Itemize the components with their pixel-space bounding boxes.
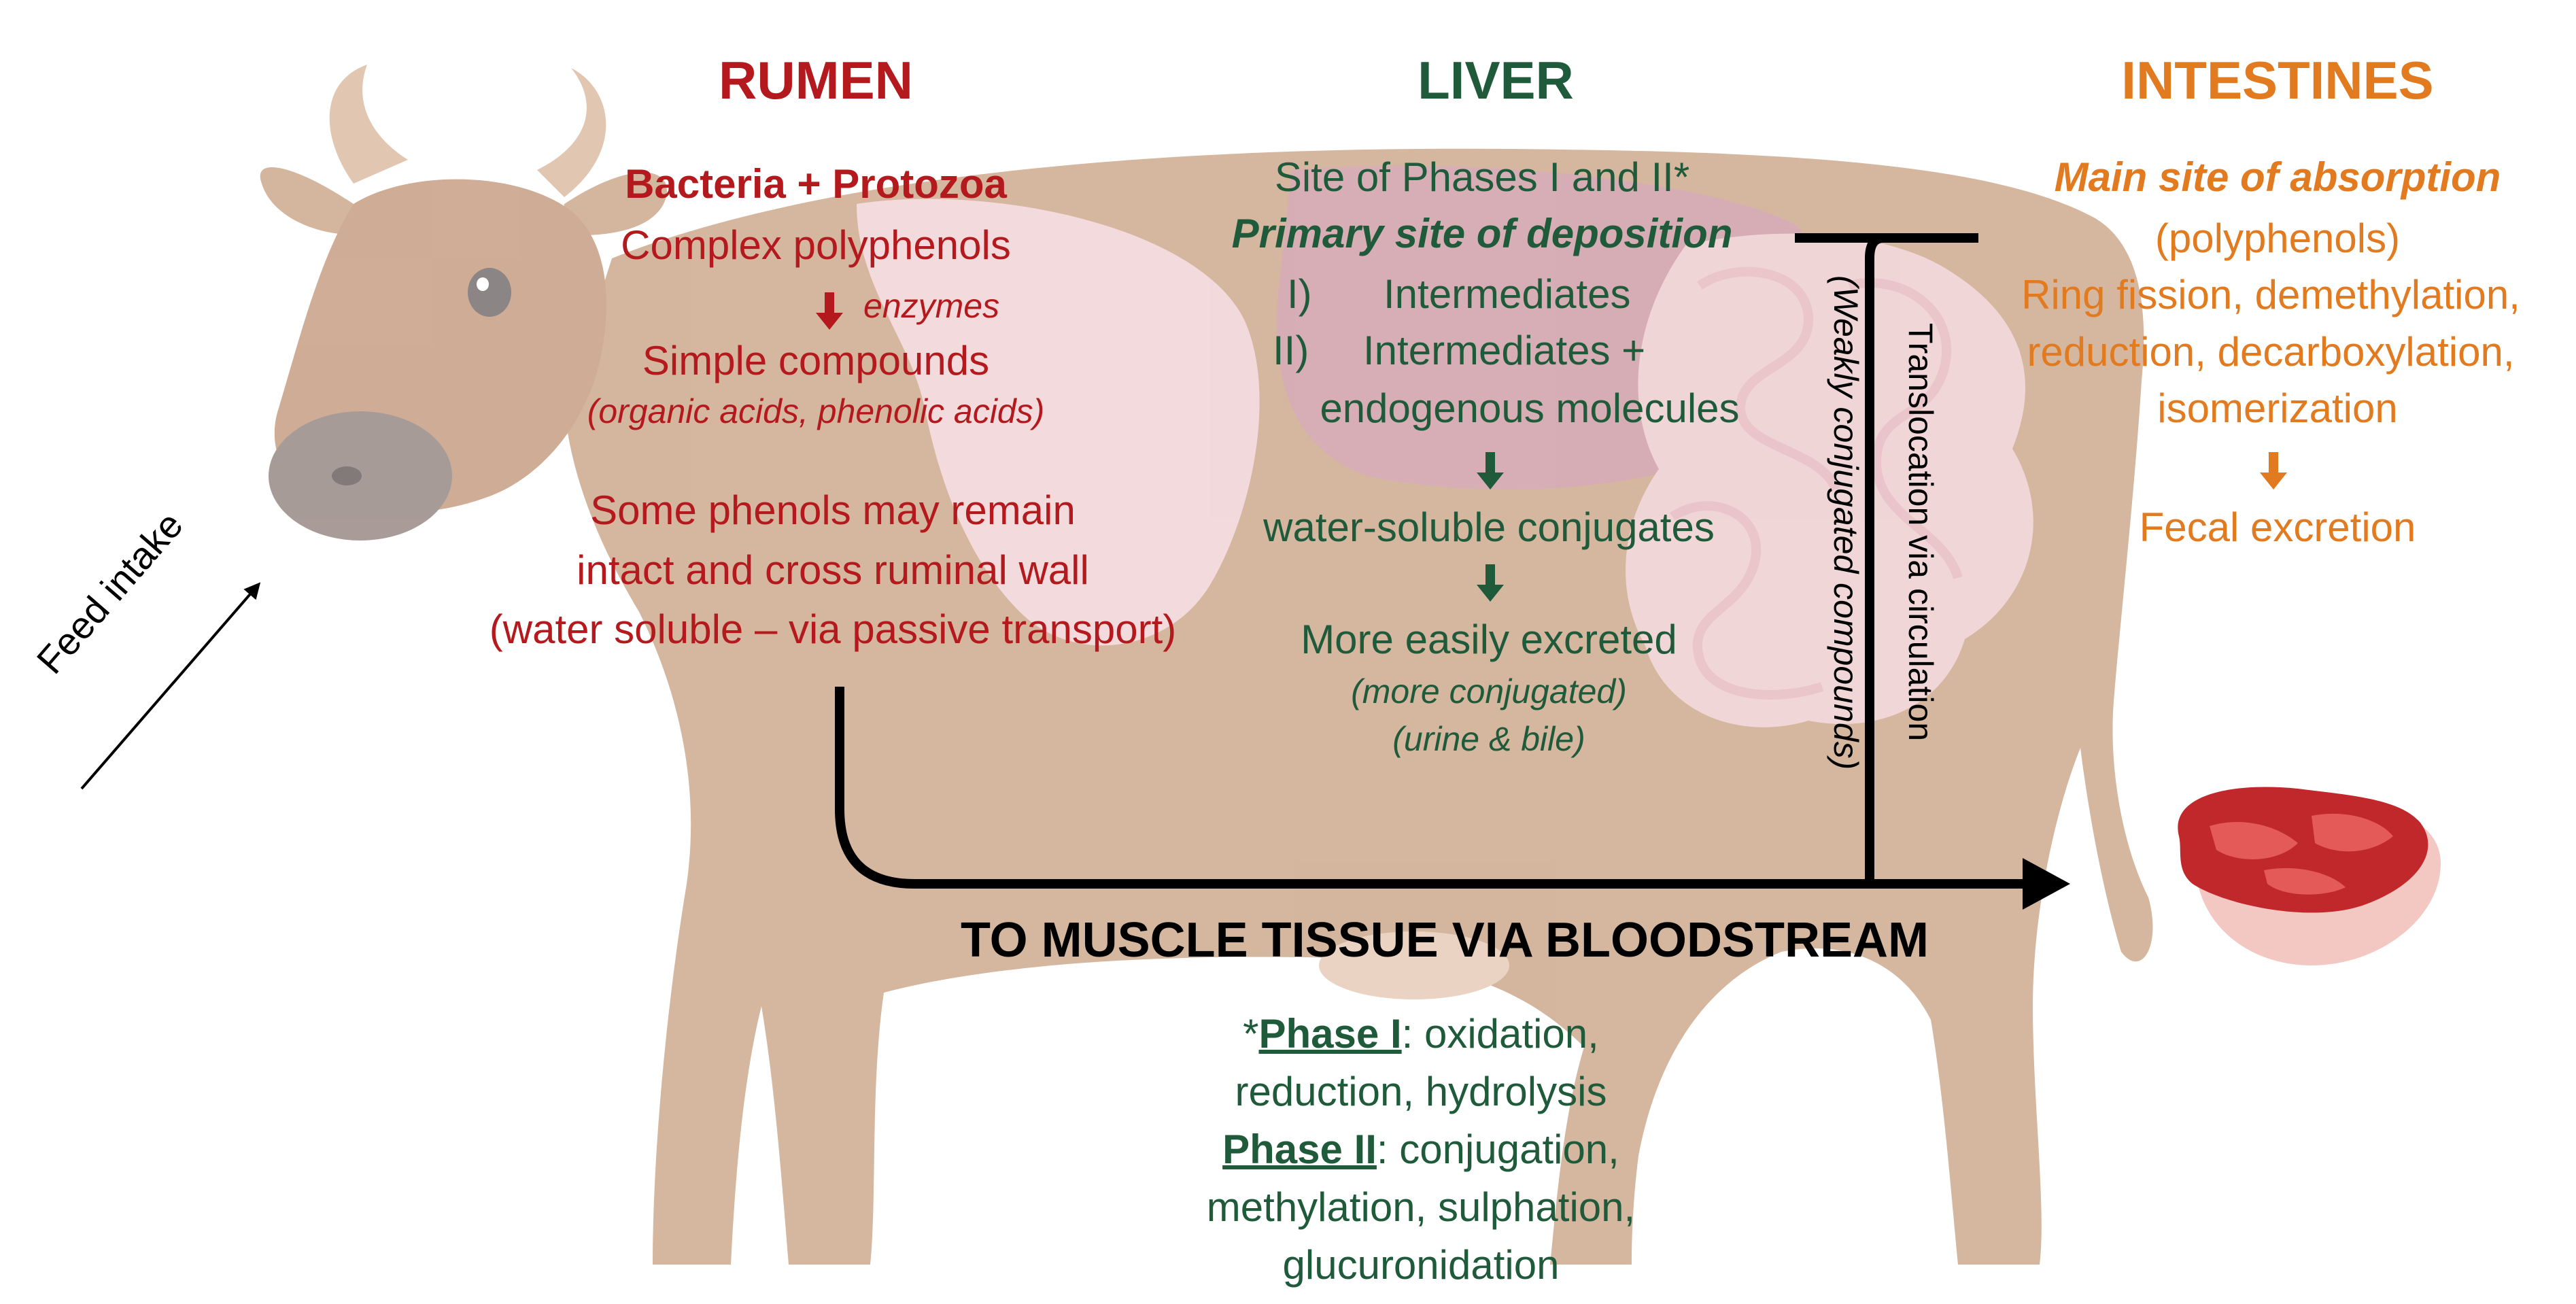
cow-ear-right — [557, 172, 667, 236]
liver-heading: LIVER — [1418, 50, 1574, 110]
rumen-remain-line3: (water soluble – via passive transport) — [489, 606, 1177, 652]
intestines-processes-line1: Ring fission, demethylation, — [2021, 272, 2520, 318]
liver-urine-bile: (urine & bile) — [1392, 720, 1585, 758]
cow-eye — [468, 268, 511, 317]
bloodstream-label: TO MUSCLE TISSUE VIA BLOODSTREAM — [960, 913, 1929, 967]
bloodstream-arrowhead — [2023, 858, 2070, 910]
cow-nostril — [332, 466, 362, 485]
cow-horn-right — [537, 68, 606, 197]
feed-intake-arrow — [80, 582, 261, 790]
liver-phases-site: Site of Phases I and II* — [1274, 154, 1690, 200]
rumen-simple-compounds: Simple compounds — [642, 338, 990, 383]
liver-arrow-2 — [1477, 564, 1504, 602]
rumen-enzymes-label: enzymes — [863, 287, 1000, 325]
phase-notes-line4: methylation, sulphation, — [1206, 1184, 1636, 1230]
intestines-heading: INTESTINES — [2121, 50, 2434, 110]
phase-notes-line3: Phase II: conjugation, — [1088, 1125, 1754, 1174]
phase-notes-asterisk: * — [1243, 1011, 1259, 1057]
phase-notes-line1: *Phase I: oxidation, — [1088, 1010, 1754, 1059]
rumen-microbes: Bacteria + Protozoa — [625, 161, 1007, 207]
rumen-complex-polyphenols: Complex polyphenols — [621, 222, 1011, 268]
phase2-name: Phase II — [1222, 1127, 1377, 1172]
intestines-absorption: Main site of absorption — [2054, 154, 2501, 200]
rumen-heading: RUMEN — [719, 50, 913, 110]
steak-top — [2178, 787, 2428, 913]
rumen-remain-line1: Some phenols may remain — [590, 487, 1076, 533]
liver-primary-deposition: Primary site of deposition — [1231, 211, 1733, 256]
liver-step2-number: II) — [1273, 328, 1309, 373]
rumen-remain-line2: intact and cross ruminal wall — [577, 547, 1089, 593]
cow-ear-left — [260, 167, 367, 235]
liver-step2: Intermediates + — [1363, 328, 1646, 373]
phase1-text: : oxidation, — [1401, 1011, 1599, 1057]
phase2-text: : conjugation, — [1376, 1127, 1619, 1172]
weakly-conjugated-label: (Weakly conjugated compounds) — [1827, 275, 1865, 770]
cow-udder — [1319, 931, 1509, 999]
cow-horn-left — [329, 65, 408, 184]
liver-arrow-1 — [1477, 452, 1504, 490]
intestine-arrow — [2260, 452, 2287, 490]
phase1-name: Phase I — [1258, 1011, 1402, 1057]
rumen-enzyme-arrow — [816, 292, 843, 330]
translocation-label: Translocation via circulation — [1902, 323, 1940, 742]
liver-step1-number: I) — [1287, 271, 1312, 317]
phase-notes-line5: glucuronidation — [1282, 1242, 1560, 1288]
intestines-processes-line2: reduction, decarboxylation, — [2027, 329, 2515, 375]
rumen-simple-examples: (organic acids, phenolic acids) — [587, 392, 1045, 430]
cow-eye-glint — [477, 277, 489, 291]
intestines-processes-line3: isomerization — [2157, 385, 2398, 431]
liver-more-easily-excreted: More easily excreted — [1301, 617, 1677, 662]
bloodstream-arrow-path — [835, 687, 2023, 889]
liver-more-conjugated: (more conjugated) — [1351, 672, 1627, 710]
intestine-loops — [1670, 267, 1963, 700]
steak-illustration — [2178, 787, 2441, 965]
liver-water-soluble: water-soluble conjugates — [1263, 504, 1715, 550]
rumen-organ — [857, 199, 1260, 646]
liver-connector-drop — [1865, 233, 1884, 884]
phase-notes-line2: reduction, hydrolysis — [1235, 1069, 1607, 1114]
intestines-polyphenols: (polyphenols) — [2154, 216, 2401, 261]
liver-step2-endogenous: endogenous molecules — [1320, 385, 1740, 431]
intestines-fecal-excretion: Fecal excretion — [2139, 504, 2416, 550]
liver-step1: Intermediates — [1384, 271, 1631, 317]
